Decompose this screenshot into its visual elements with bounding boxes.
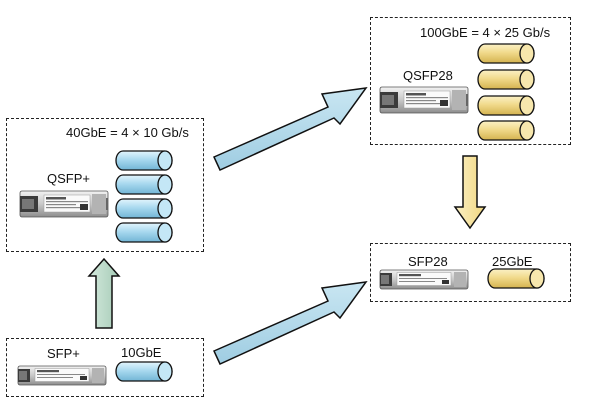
lane-10g-1 — [115, 150, 173, 171]
lane-10g-single — [115, 361, 173, 382]
arrow-sfp-plus-to-qsfp-plus — [87, 257, 121, 329]
lane-25g-4 — [477, 120, 535, 141]
arrow-qsfp-plus-to-qsfp28 — [212, 87, 368, 171]
qsfp-plus-speed-label: 40GbE = 4 × 10 Gb/s — [66, 125, 189, 140]
arrow-qsfp28-to-sfp28 — [453, 155, 487, 230]
lane-10g-3 — [115, 198, 173, 219]
lane-25g-single — [487, 268, 545, 289]
sfp-plus-speed-label: 10GbE — [121, 345, 162, 360]
qsfp28-module-image — [379, 86, 469, 114]
qsfp28-group — [370, 17, 571, 145]
qsfp28-module-label: QSFP28 — [403, 68, 453, 83]
sfp-plus-module-label: SFP+ — [47, 346, 80, 361]
lane-10g-4 — [115, 222, 173, 243]
sfp28-module-label: SFP28 — [408, 254, 448, 269]
lane-25g-1 — [477, 43, 535, 64]
qsfp-plus-module-label: QSFP+ — [47, 171, 90, 186]
sfp28-module-image — [379, 269, 469, 290]
sfp28-speed-label: 25GbE — [492, 254, 533, 269]
sfp28-group — [370, 243, 571, 302]
lane-25g-2 — [477, 69, 535, 90]
sfp-plus-module-image — [17, 365, 107, 386]
qsfp-plus-group — [6, 118, 204, 252]
lane-10g-2 — [115, 174, 173, 195]
qsfp28-speed-label: 100GbE = 4 × 25 Gb/s — [420, 25, 551, 40]
lane-25g-3 — [477, 95, 535, 116]
qsfp-plus-module-image — [19, 190, 109, 218]
sfp-plus-group — [6, 338, 204, 397]
arrow-sfp-plus-to-sfp28 — [212, 281, 368, 365]
